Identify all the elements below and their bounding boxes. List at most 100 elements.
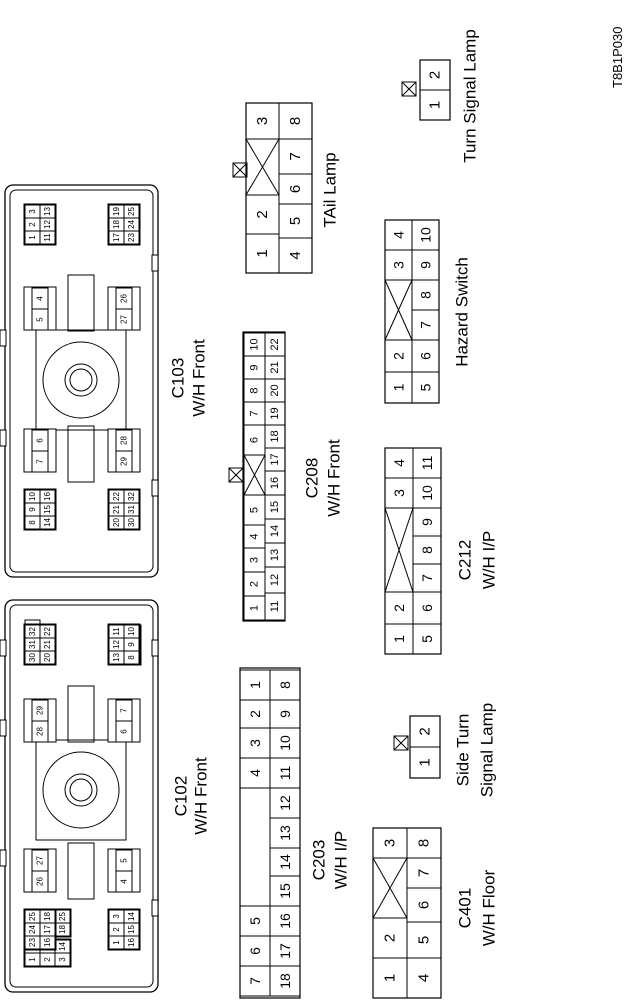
pin-cavity [39, 489, 56, 504]
pin-label: 1 [247, 681, 263, 689]
pin-label: 2 [247, 710, 263, 718]
pin-label: 5 [416, 936, 433, 944]
pin-label: 3 [391, 261, 407, 269]
pin-label: 9 [249, 364, 261, 370]
pin-label: 4 [416, 974, 433, 982]
hazard-switch-label: Hazard Switch [453, 257, 472, 367]
pin-label: 18 [112, 220, 121, 229]
pin-cavity [409, 715, 441, 748]
lock-tab-icon [401, 81, 417, 97]
pin-label: 13 [43, 207, 52, 216]
pin-cavity [123, 935, 140, 950]
pin-label: 10 [127, 627, 136, 636]
c212-desc: W/H I/P [480, 531, 499, 590]
pin-label: 10 [277, 735, 293, 751]
pin-cavity [31, 870, 49, 893]
pin-label: 4 [120, 879, 129, 884]
pin-label: 16 [269, 477, 281, 489]
pin-label: 1 [28, 957, 37, 962]
blank-cross [245, 138, 280, 196]
pin-label: 4 [249, 533, 261, 539]
pin-cavity [406, 957, 442, 999]
pin-label: 32 [28, 627, 37, 636]
pin-label: 19 [269, 407, 281, 419]
pin-label: 8 [416, 839, 433, 847]
pin-label: 16 [127, 938, 136, 947]
pin-label: 15 [269, 501, 281, 513]
pin-label: 2 [43, 957, 52, 962]
pin-label: 30 [127, 518, 136, 527]
pin-label: 18 [58, 925, 67, 934]
lock-tab-icon [228, 467, 244, 483]
pin-cavity [115, 720, 133, 743]
pin-label: 7 [247, 977, 263, 985]
pin-label: 22 [43, 627, 52, 636]
turn-signal-lamp-label: Turn Signal Lamp [461, 29, 480, 163]
pin-label: 7 [418, 321, 434, 329]
pin-label: 25 [28, 912, 37, 921]
pin-label: 6 [247, 947, 263, 955]
pin-cavity [419, 59, 451, 91]
pin-cavity [411, 371, 440, 404]
pin-label: 2 [382, 934, 399, 942]
pin-cavity [31, 450, 49, 473]
pin-label: 1 [382, 974, 399, 982]
pin-label: 17 [43, 925, 52, 934]
pin-label: 7 [416, 869, 433, 877]
pin-label: 8 [287, 117, 304, 125]
pin-label: 11 [43, 233, 52, 242]
pin-label: 20 [269, 384, 281, 396]
pin-label: 32 [127, 492, 136, 501]
pin-label: 1 [254, 249, 271, 257]
pin-label: 12 [112, 640, 121, 649]
pin-label: 22 [269, 338, 281, 350]
pin-label: 20 [112, 518, 121, 527]
pin-label: 1 [417, 758, 434, 766]
pin-label: 27 [36, 856, 45, 865]
pin-label: 1 [28, 235, 37, 240]
pin-label: 17 [277, 943, 293, 959]
side-turn-label-1: Side Turn [454, 714, 473, 787]
pin-label: 18 [269, 430, 281, 442]
pin-label: 29 [120, 457, 129, 466]
pin-cavity [115, 308, 133, 331]
pin-label: 11 [269, 601, 281, 612]
pin-label: 28 [120, 436, 129, 445]
c401-desc: W/H Floor [480, 869, 499, 946]
pin-label: 19 [112, 207, 121, 216]
pin-label: 5 [249, 507, 261, 513]
pin-cavity [115, 450, 133, 473]
pin-label: 1 [427, 101, 444, 109]
pin-label: 4 [391, 459, 407, 467]
pin-label: 13 [269, 549, 281, 561]
pin-label: 8 [419, 546, 435, 554]
pin-label: 28 [36, 727, 45, 736]
pin-label: 2 [391, 604, 407, 612]
pin-label: 15 [127, 925, 136, 934]
pin-label: 8 [28, 520, 37, 525]
pin-label: 26 [120, 294, 129, 303]
pin-label: 3 [382, 839, 399, 847]
pin-label: 8 [418, 291, 434, 299]
pin-cavity [123, 650, 140, 665]
pin-label: 21 [112, 505, 121, 514]
pin-label: 1 [112, 940, 121, 945]
pin-label: 23 [28, 938, 37, 947]
pin-label: 3 [58, 957, 67, 962]
pin-label: 14 [277, 854, 293, 870]
pin-label: 7 [36, 459, 45, 464]
c103-housing [0, 184, 159, 578]
pin-cavity [31, 720, 49, 743]
pin-label: 4 [247, 769, 263, 777]
blank-cross [384, 279, 413, 341]
pin-cavity [115, 870, 133, 893]
pin-label: 4 [36, 296, 45, 301]
pin-label: 3 [391, 489, 407, 497]
pin-cavity [412, 623, 442, 655]
pin-label: 2 [112, 927, 121, 932]
pin-label: 13 [277, 825, 293, 841]
pin-label: 17 [112, 233, 121, 242]
pin-label: 14 [269, 525, 281, 537]
blank-cross [372, 857, 408, 919]
pin-label: 3 [112, 914, 121, 919]
